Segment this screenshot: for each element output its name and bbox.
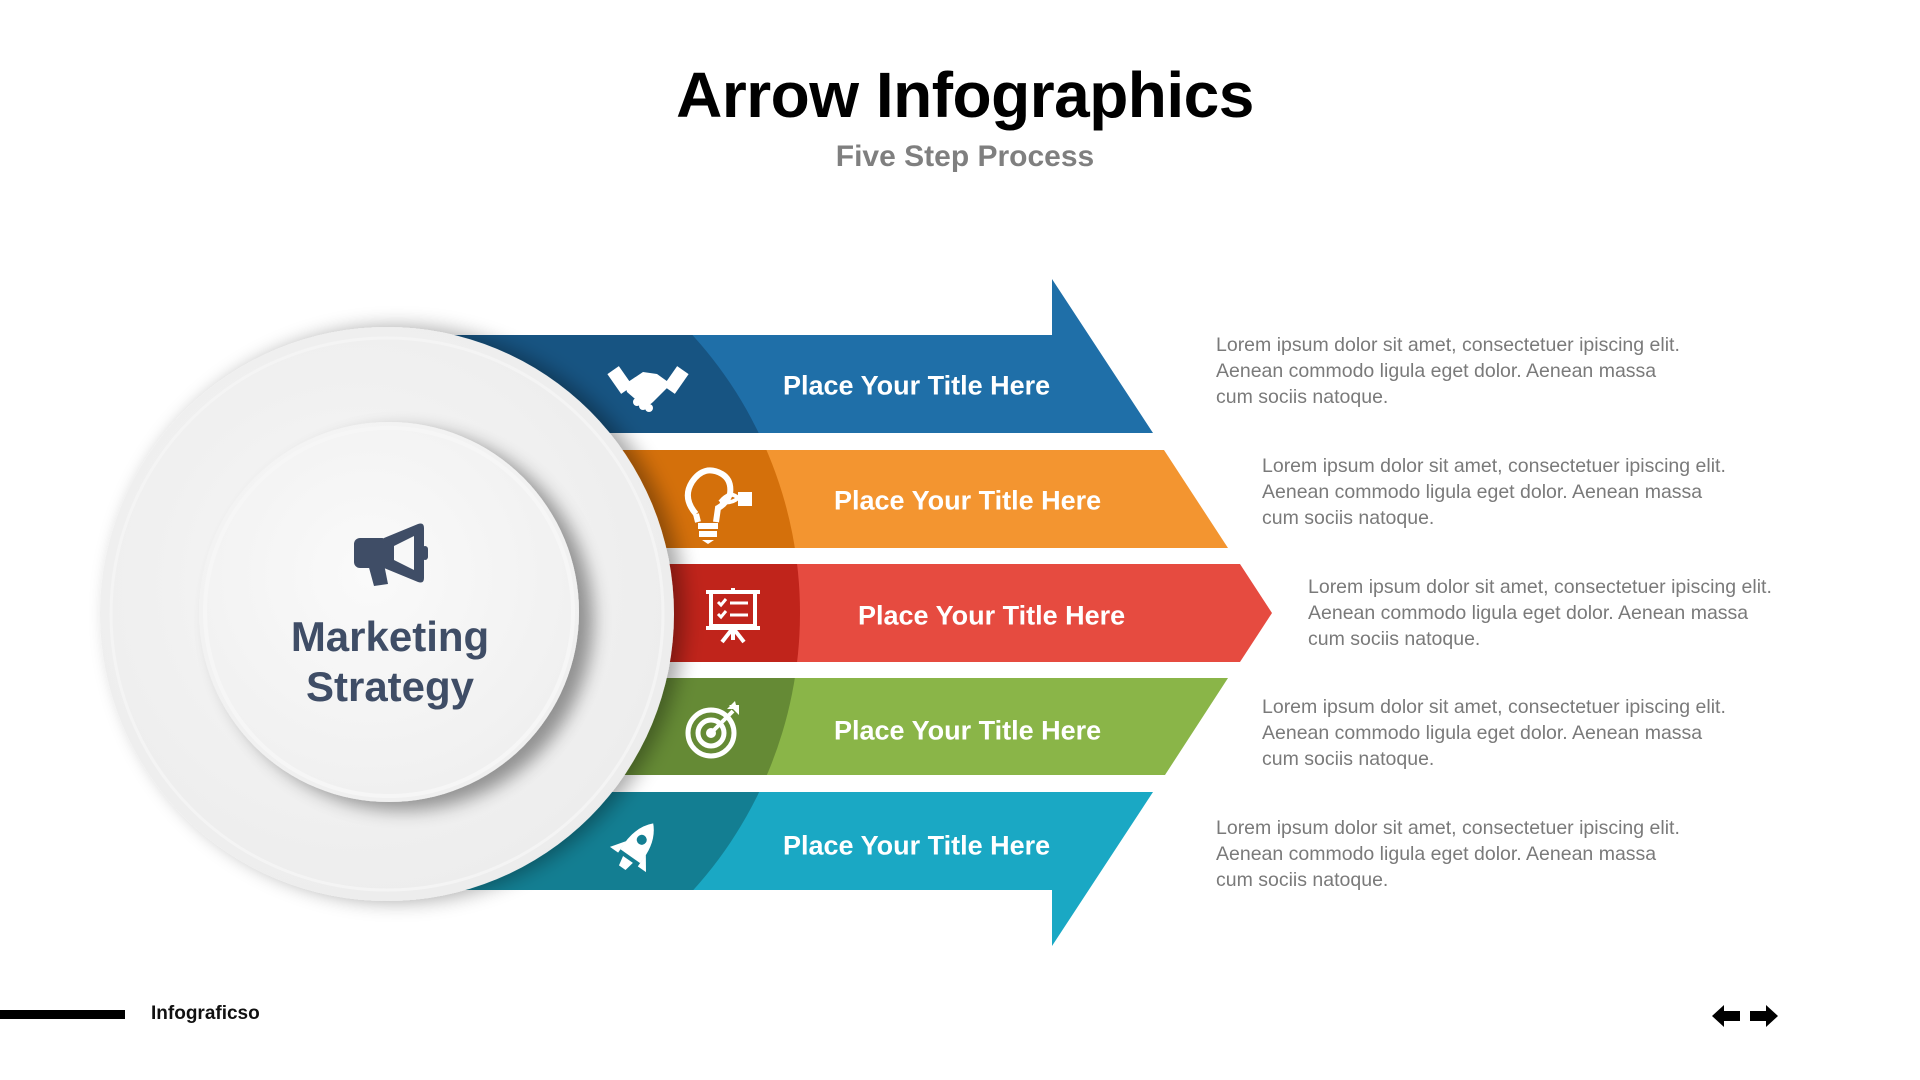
step-5-arrow bbox=[420, 792, 1153, 946]
target-icon bbox=[685, 701, 739, 759]
step-1-description: Lorem ipsum dolor sit amet, consectetuer… bbox=[1216, 334, 1680, 408]
center-title: Marketing Strategy bbox=[230, 612, 550, 712]
footer-divider bbox=[0, 1010, 125, 1019]
step-1-arrow bbox=[420, 279, 1153, 433]
step-5-description: Lorem ipsum dolor sit amet, consectetuer… bbox=[1216, 817, 1680, 891]
presentation-board-icon bbox=[706, 588, 760, 644]
inner-circle bbox=[199, 422, 579, 802]
arrow-left-icon bbox=[1712, 1005, 1740, 1027]
step-4-title: Place Your Title Here bbox=[834, 715, 1102, 746]
center-title-line2: Strategy bbox=[305, 663, 475, 710]
prev-slide-button[interactable] bbox=[1712, 1003, 1742, 1029]
step-3-description: Lorem ipsum dolor sit amet, consectetuer… bbox=[1308, 576, 1772, 650]
lightbulb-tag-icon bbox=[684, 467, 752, 544]
step-2-title: Place Your Title Here bbox=[834, 485, 1102, 516]
step-1-title: Place Your Title Here bbox=[783, 370, 1051, 401]
page-title: Arrow Infographics bbox=[676, 59, 1254, 131]
center-title-line1: Marketing bbox=[290, 613, 490, 660]
step-5-title: Place Your Title Here bbox=[783, 830, 1051, 861]
step-3-title: Place Your Title Here bbox=[858, 600, 1126, 631]
step-2-description: Lorem ipsum dolor sit amet, consectetuer… bbox=[1262, 455, 1726, 529]
arrow-right-icon bbox=[1750, 1005, 1778, 1027]
next-slide-button[interactable] bbox=[1748, 1003, 1778, 1029]
rocket-icon bbox=[609, 823, 654, 873]
step-4-description: Lorem ipsum dolor sit amet, consectetuer… bbox=[1262, 696, 1726, 770]
handshake-icon bbox=[607, 366, 689, 412]
megaphone-icon bbox=[354, 523, 428, 586]
page-subtitle: Five Step Process bbox=[835, 140, 1095, 173]
brand-name: Infograficso bbox=[151, 1003, 260, 1024]
